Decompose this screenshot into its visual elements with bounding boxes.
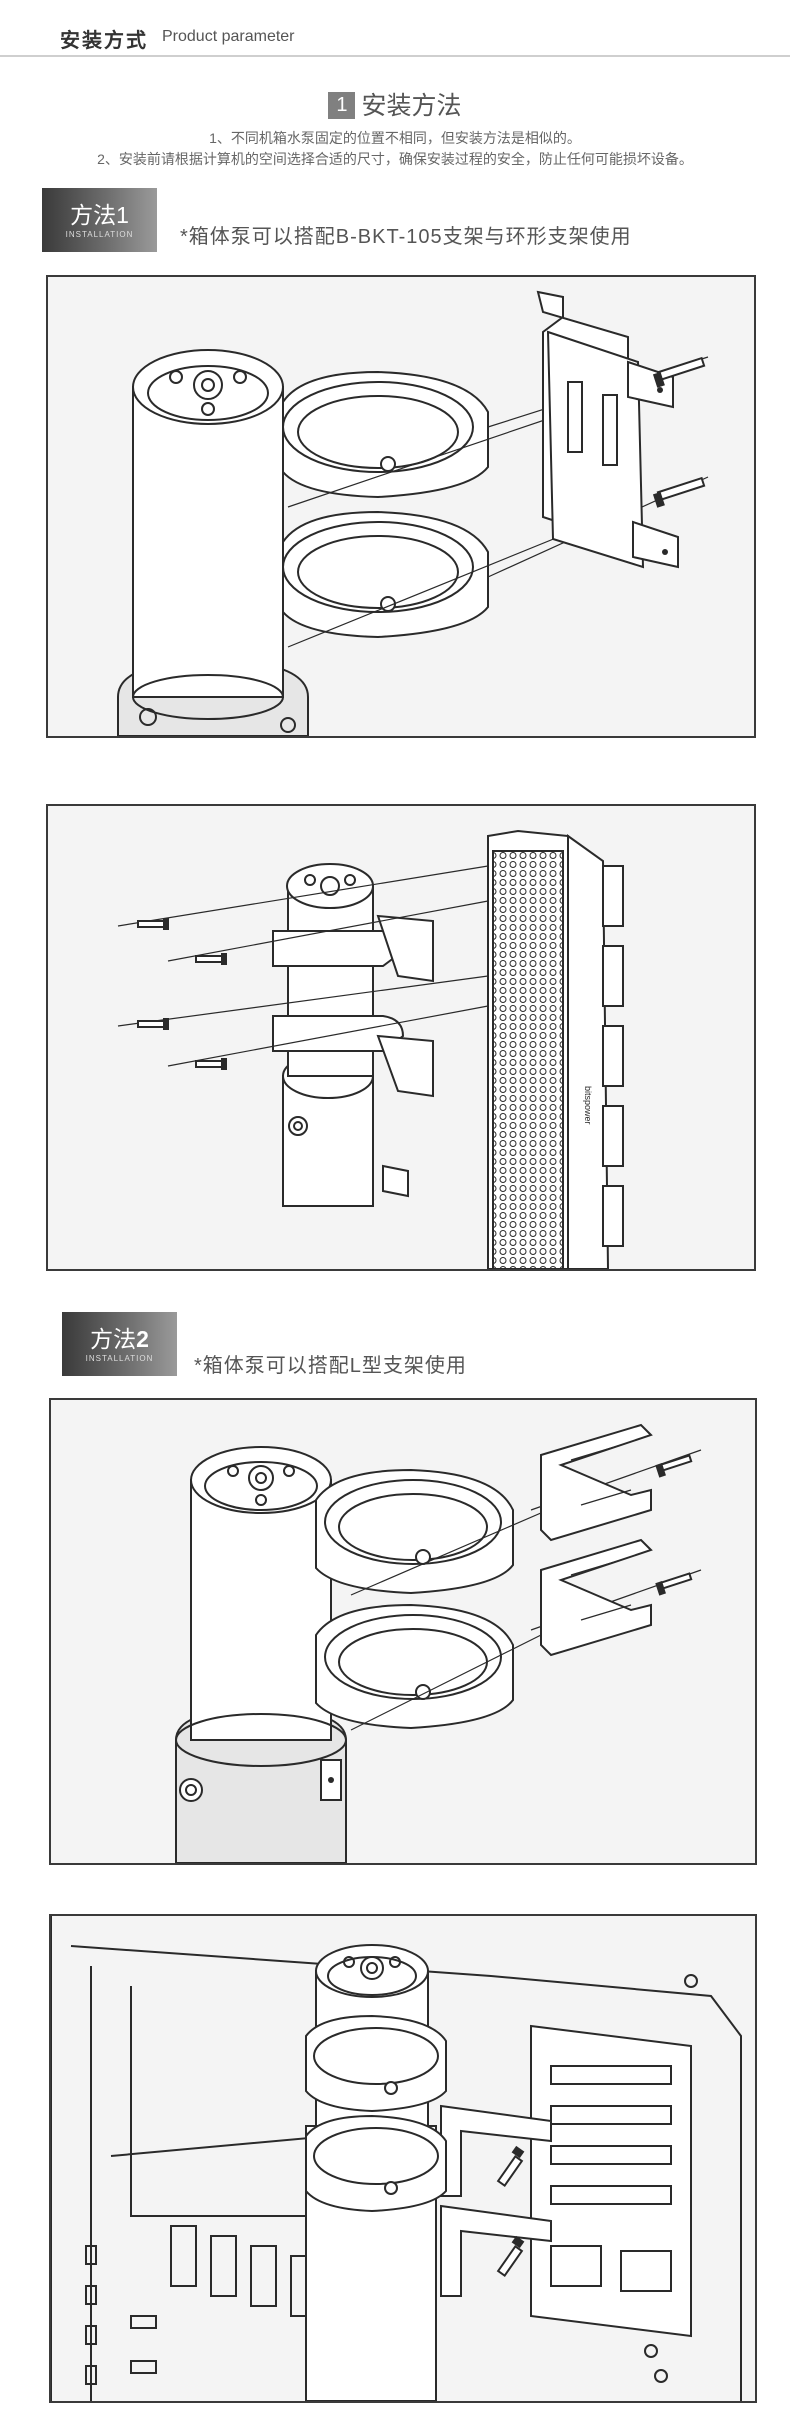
method2-note: *箱体泵可以搭配L型支架使用 [194,1355,467,1377]
screw-icon [137,1018,169,1030]
page-header: 安装方式 Product parameter [0,0,790,58]
method2-label: 方法2 [90,1326,149,1352]
section-title-text: 安装方法 [361,92,462,120]
method2-badge: 方法2 INSTALLATION [62,1312,177,1376]
diagram-method1-radiator: bitspower [46,804,756,1271]
diagram-method2-case [49,1914,757,2403]
diagram-method2-lbracket [49,1398,757,1865]
screw-icon [496,2235,525,2277]
screw-icon [652,476,706,508]
screw-icon [655,1572,693,1596]
method1-note: *箱体泵可以搭配B-BKT-105支架与环形支架使用 [180,226,632,248]
intro-line-1: 1、不同机箱水泵固定的位置不相同，但安装方法是相似的。 [209,130,581,146]
screw-icon [652,356,706,388]
diagram-method1-bracket [46,275,756,738]
screw-icon [655,1454,693,1478]
header-title-cn: 安装方式 [60,30,148,52]
section-number-badge: 1 [328,92,356,119]
method2-sub: INSTALLATION [85,1354,154,1363]
screw-icon [496,2145,525,2187]
header-divider [0,55,790,57]
method1-badge: 方法1 INSTALLATION [42,188,157,252]
header-title-en: Product parameter [162,28,295,45]
radiator-brand: bitspower [583,1086,593,1125]
intro-line-2: 2、安装前请根据计算机的空间选择合适的尺寸，确保安装过程的安全，防止任何可能损坏… [97,151,693,167]
method1-sub: INSTALLATION [65,230,134,239]
screw-icon [195,1058,227,1070]
screw-icon [195,953,227,965]
screw-icon [137,918,169,930]
method1-label: 方法1 [70,202,129,228]
